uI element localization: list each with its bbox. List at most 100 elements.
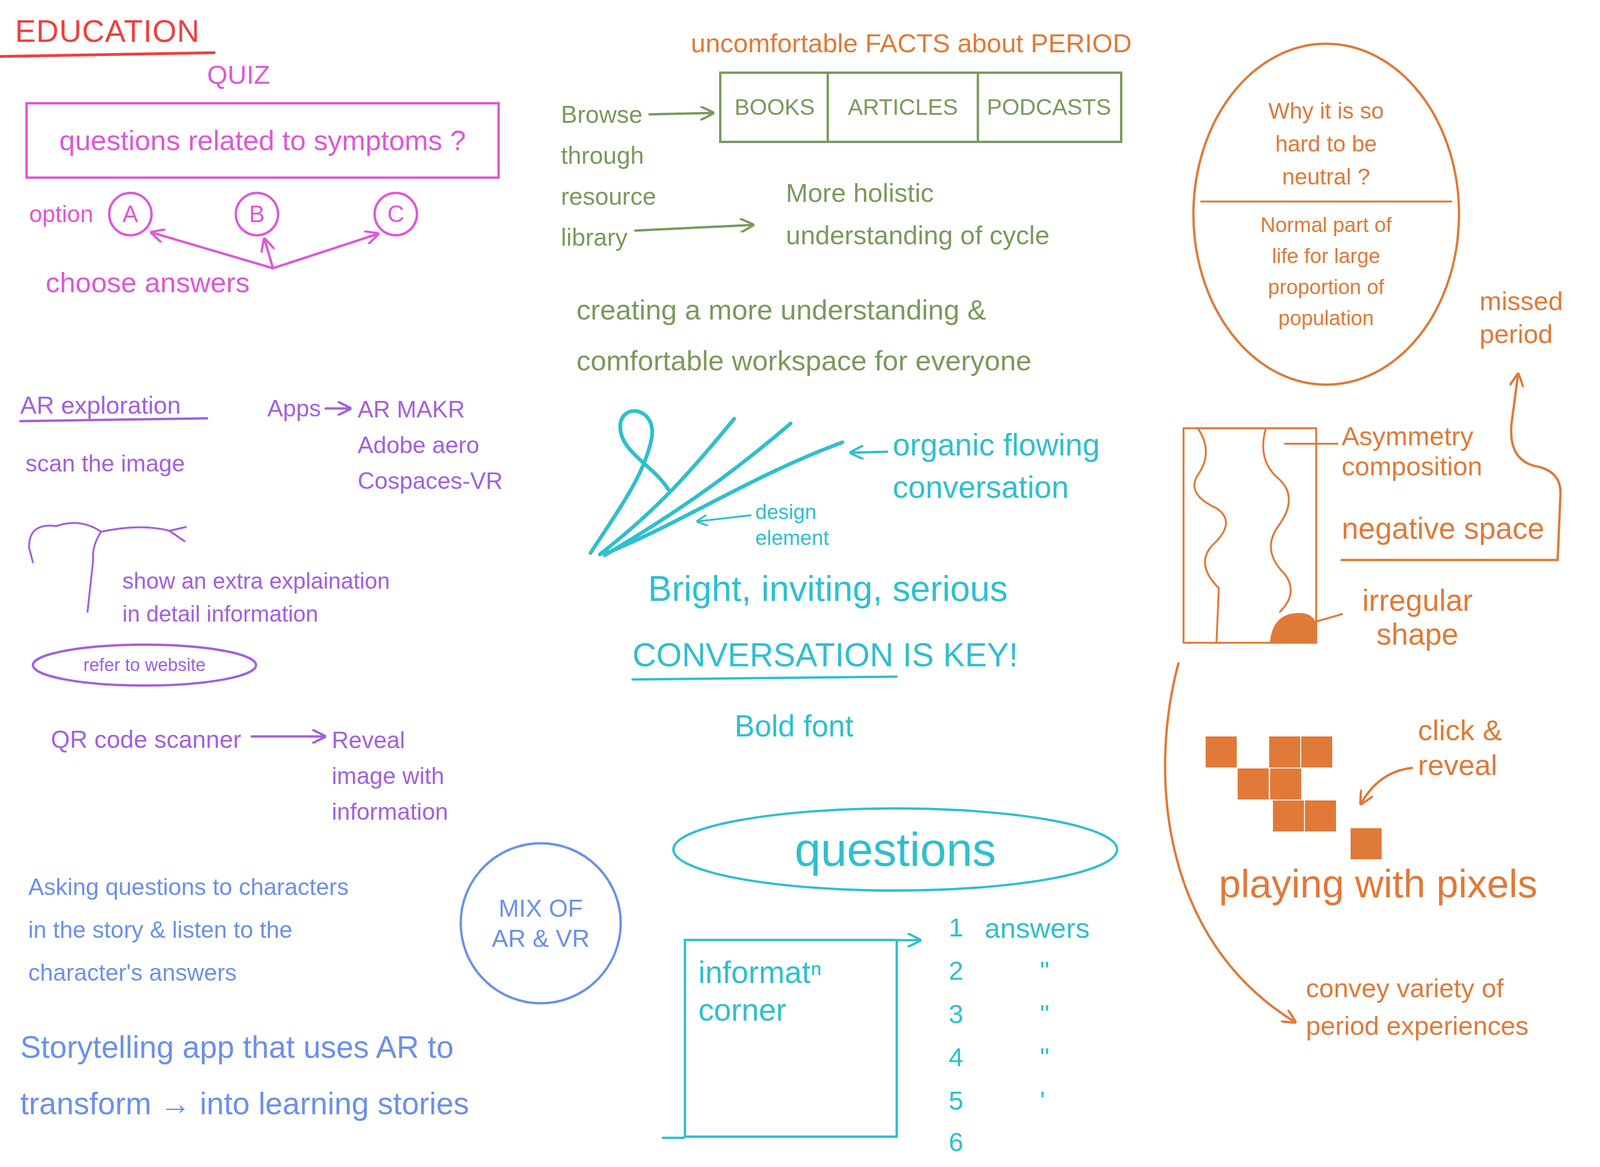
outline-svg [459,841,623,1005]
uterus-sketch [29,522,186,612]
hatched-shape [1270,613,1317,643]
key-message: CONVERSATION IS KEY! [632,635,1018,675]
answer-arrow [272,233,378,269]
pixel-square [1270,768,1302,800]
page-title: EDUCATION [15,12,200,50]
leader-arrow [1165,663,1296,1023]
column-heading: answers [984,912,1090,944]
leader-line [1284,442,1338,445]
option-letter: C [387,200,405,228]
answer-arrow [151,232,273,269]
note-text: Bright, inviting, serious [648,567,1008,611]
note-text: Reveal image with information [331,722,469,830]
inline-arrow [897,939,920,942]
option-letter: A [122,200,138,228]
option-label: option [29,200,94,229]
outline-ellipse [235,192,279,236]
callout-text: missed period [1479,284,1584,351]
pixel-square [1272,800,1304,832]
option-circle: C [373,191,419,237]
table-divider [976,73,980,141]
leader-arrow [697,515,751,522]
quiz-heading: QUIZ [207,59,271,91]
circle-question: Why it is so hard to be neutral ? [1250,94,1402,194]
table-divider [826,73,830,141]
callout-text: click & reveal [1417,712,1541,783]
pixel-square [1205,736,1237,768]
list-number: 6 [948,1127,964,1157]
note-text: More holistic understanding of cycle [785,171,1078,257]
outline-ellipse [673,808,1118,891]
app-list: AR MAKR Adobe aero Cospaces-VR [357,391,513,499]
flow-design-element [607,442,843,553]
leader-line [1317,614,1343,622]
inline-arrow [251,735,325,738]
ellipse-title: questions [794,824,996,874]
option-circle: B [234,191,280,237]
irregular-line [1194,428,1226,643]
list-number: 3 [948,999,964,1029]
quiz-box: QUIZquestions related to symptoms ? [25,102,500,179]
note-text: playing with pixels [1218,861,1538,907]
link-ellipse: refer to website [31,643,258,688]
note-text: convey variety of period experiences [1305,969,1542,1045]
composition-frame [1183,428,1317,643]
heading-underline [632,676,897,680]
note-text: Storytelling app that uses AR to transfo… [20,1018,538,1132]
note-text: Bold font [734,708,854,744]
divider-line [1200,200,1453,203]
quiz-question: questions related to symptoms ? [59,123,466,158]
note-text: Asking questions to characters in the st… [28,865,368,995]
link-text: refer to website [83,654,206,676]
leader-arrow [1360,768,1412,804]
instruction-text: choose answers [45,265,250,300]
section-heading: AR exploration [20,390,181,420]
table-cell: PODCASTS [986,94,1112,121]
list-number: 4 [948,1042,964,1072]
option-letter: B [248,200,265,228]
ditto-mark: " [1040,1042,1050,1072]
inline-arrow [635,224,753,231]
pixel-square [1269,736,1301,768]
ditto-mark: " [1040,999,1050,1029]
questions-ellipse: questions [672,807,1119,892]
callout-text: negative space [1341,510,1545,547]
list-number: 2 [948,956,964,986]
pixel-square [1237,768,1269,800]
callout-text: organic flowing conversation [892,423,1138,509]
question-circle: Why it is so hard to be neutral ? Normal … [1192,42,1461,386]
pixel-square [1301,736,1333,768]
title-underline [0,52,215,57]
pixel-square [1350,828,1382,860]
resource-table: uncomfortable FACTS about PERIODBOOKSART… [719,71,1123,144]
heading-underline [1341,559,1558,562]
callout-text: design element [755,498,840,551]
answer-arrow [264,239,273,269]
note-text: Browse through resource library [560,94,674,258]
table-heading: uncomfortable FACTS about PERIOD [690,27,1132,59]
irregular-line [1263,428,1291,612]
information-box: informatⁿ corner [683,938,898,1138]
callout-text: irregular shape [1346,583,1488,652]
outline-ellipse [374,192,417,236]
outline-ellipse [32,644,256,686]
note-text: Apps [267,394,321,423]
note-text: creating a more understanding & comforta… [576,284,1095,387]
outline-ellipse [460,843,621,1004]
list-number: 1 [948,912,964,943]
outline-ellipse [1193,43,1459,385]
box-text: informatⁿ corner [698,953,878,1029]
circle-text: MIX OF AR & VR [486,893,595,954]
option-circle: A [107,191,153,237]
table-cell: BOOKS [734,94,816,121]
box-extension [663,1136,684,1140]
note-text: scan the image [25,449,185,478]
note-text: show an extra explaination in detail inf… [122,564,405,631]
ditto-mark: ' [1040,1086,1046,1116]
inline-arrow [325,407,351,410]
ditto-mark: " [1040,956,1050,986]
circle-answer: Normal part of life for large proportion… [1255,209,1397,334]
table-cell: ARTICLES [848,94,959,121]
pixel-square [1304,800,1336,832]
